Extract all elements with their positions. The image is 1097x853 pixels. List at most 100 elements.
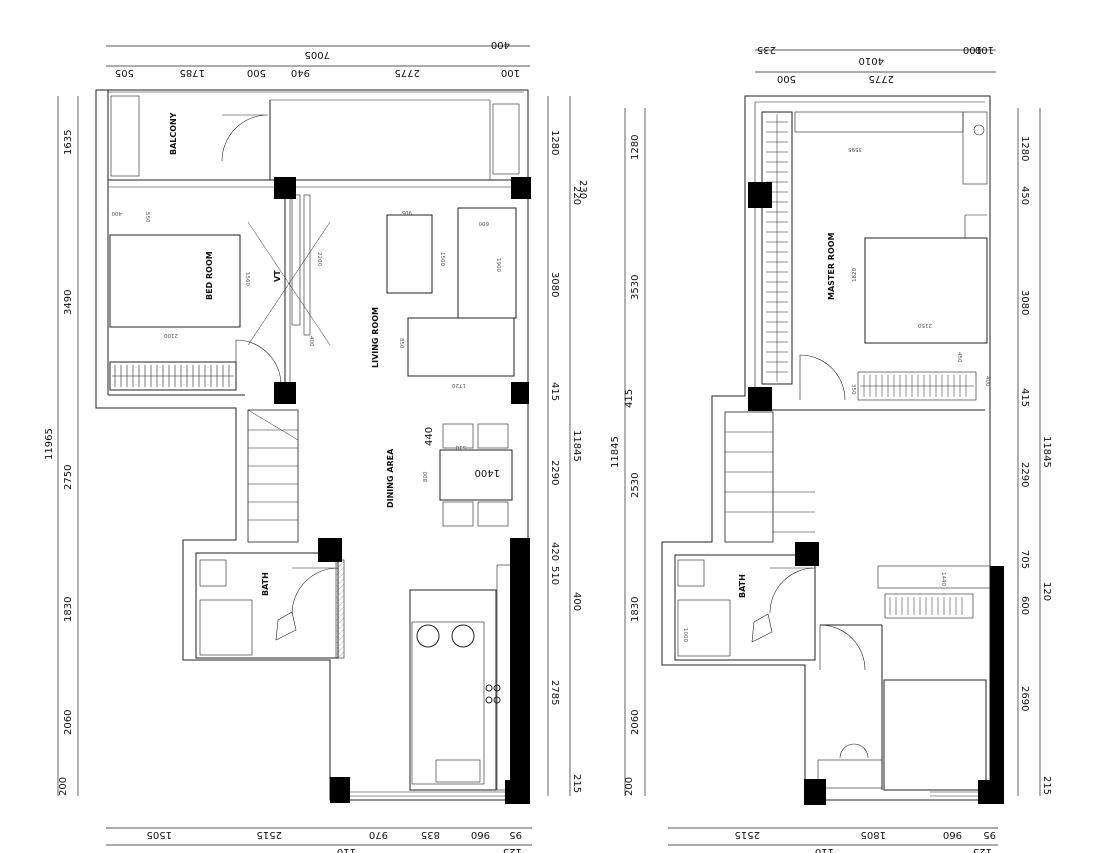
master-door <box>799 354 846 401</box>
furniture-dim: 400 <box>111 210 122 216</box>
dim-left: 2060 <box>63 710 74 735</box>
right-exterior-wall <box>661 95 991 801</box>
dim-left: 200 <box>624 777 635 796</box>
dim-right: 705 <box>1019 550 1030 569</box>
dim-right: 415 <box>549 382 560 401</box>
dim-right: 3080 <box>549 272 560 297</box>
dim-top: 400 <box>491 39 510 50</box>
room-label-bath-right: BATH <box>738 574 747 598</box>
dim-left: 3530 <box>630 275 641 300</box>
dim-left: 1280 <box>630 135 641 160</box>
furniture-dim: 905 <box>401 209 412 215</box>
room-label-master: MASTER ROOM <box>827 232 836 300</box>
furniture-dim: 600 <box>478 220 489 226</box>
dim-top: 2775 <box>869 73 894 84</box>
left-bath <box>195 552 339 659</box>
dim-right: 215 <box>571 774 582 793</box>
dim-bottom: 125 <box>973 846 992 853</box>
furniture-dim: 1000 <box>682 628 688 642</box>
dim-right: 3080 <box>1019 290 1030 315</box>
dim-right: 420 <box>549 542 560 561</box>
left-staircase <box>247 409 299 543</box>
dim-top: 235 <box>757 44 776 55</box>
second-bed <box>883 679 987 791</box>
dim-bottom: 960 <box>471 829 490 840</box>
sofa-chaise <box>407 317 515 377</box>
dining-table <box>439 449 513 501</box>
dim-bottom: 835 <box>421 829 440 840</box>
dim-top: 100 <box>963 44 982 55</box>
furniture-dim: 1400 <box>475 467 500 478</box>
right-staircase <box>724 411 774 543</box>
dim-right: 600 <box>1019 596 1030 615</box>
furniture-dim: 1560 <box>244 272 250 286</box>
dim-left: 1830 <box>63 597 74 622</box>
dim-bottom: 1805 <box>861 829 886 840</box>
furniture-dim: 2150 <box>918 322 932 328</box>
dim-left: 1635 <box>63 130 74 155</box>
dim-right: 510 <box>549 566 560 585</box>
dim-bottom: 1505 <box>147 829 172 840</box>
dim-right: 2290 <box>549 460 560 485</box>
dim-right: 415 <box>1019 388 1030 407</box>
dim-bottom: 95 <box>509 829 522 840</box>
dim-right: 2785 <box>549 680 560 705</box>
dim-right: 450 <box>1019 186 1030 205</box>
dim-bottom: 125 <box>503 846 522 853</box>
coffee-table <box>386 214 433 294</box>
furniture-dim: 2100 <box>164 332 178 338</box>
furniture-dim: 400 <box>984 376 990 387</box>
dim-right: 215 <box>1041 776 1052 795</box>
dim-top: 2775 <box>395 67 420 78</box>
left-floor-plan <box>95 89 529 801</box>
left-structural-columns <box>274 177 531 804</box>
dim-left: 2750 <box>63 465 74 490</box>
dim-left: 415 <box>624 389 635 408</box>
room-label-living: LIVING ROOM <box>371 307 380 368</box>
furniture-dim: 1820 <box>852 268 858 282</box>
room-label-bedroom: BED ROOM <box>205 251 214 300</box>
dim-left: 1830 <box>630 597 641 622</box>
dim-bottom: 960 <box>943 829 962 840</box>
furniture-dim: 1720 <box>452 382 466 388</box>
furniture-dim: 350 <box>850 384 856 395</box>
dim-top: 500 <box>777 73 796 84</box>
dim-bottom: 95 <box>983 829 996 840</box>
furniture-dim: 550 <box>144 212 150 223</box>
dim-top: 505 <box>115 67 134 78</box>
furniture-dim: 510 <box>455 444 466 450</box>
dim-bottom: 2515 <box>257 829 282 840</box>
furniture-dim: 450 <box>956 352 962 363</box>
dim-right: 2290 <box>1019 462 1030 487</box>
dim-left: 11845 <box>610 436 621 468</box>
bedroom-door <box>235 339 282 386</box>
room-label-balcony: BALCONY <box>169 112 178 155</box>
dim-right: 400 <box>571 592 582 611</box>
kitchen-island <box>409 589 497 791</box>
dim-right: 1280 <box>549 130 560 155</box>
dim-left: 200 <box>58 777 69 796</box>
dim-top: 940 <box>291 67 310 78</box>
right-bath <box>674 554 816 661</box>
master-bed <box>864 237 988 344</box>
master-wardrobe <box>761 111 793 385</box>
dim-left: 3490 <box>63 290 74 315</box>
furniture-dim: 2200 <box>316 252 322 266</box>
dim-left: 2530 <box>630 473 641 498</box>
dim-top: 100 <box>975 44 994 55</box>
bed <box>109 234 241 328</box>
right-floor-plan <box>661 95 991 801</box>
dim-bottom: 2515 <box>735 829 760 840</box>
dim-left: 2060 <box>630 710 641 735</box>
dim-bottom: 970 <box>369 829 388 840</box>
furniture-dim: 1440 <box>940 572 946 586</box>
dim-right: 2690 <box>1019 686 1030 711</box>
dim-top: 7005 <box>305 49 330 60</box>
balcony-door <box>221 114 269 162</box>
furniture-dim: 400 <box>308 336 314 347</box>
dim-top: 100 <box>501 67 520 78</box>
furniture-dim: 440 <box>424 427 435 446</box>
furniture-dim: 1500 <box>439 252 445 266</box>
furniture-dim: 3595 <box>848 146 862 152</box>
